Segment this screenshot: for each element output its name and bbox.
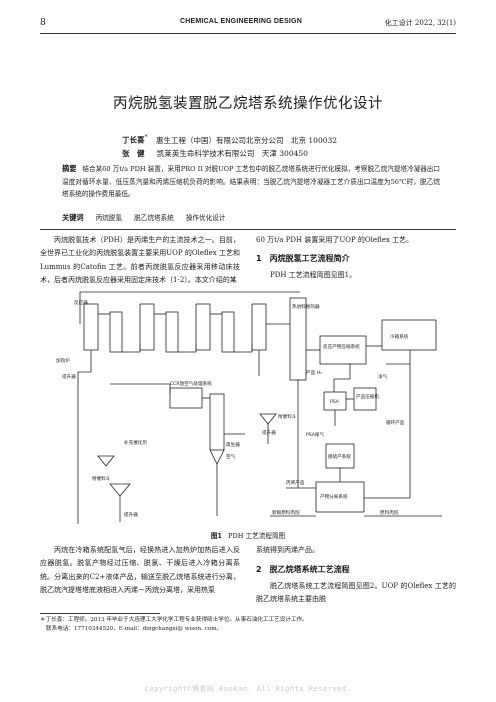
heater-shape — [109, 311, 123, 353]
section-2-heading: 2 脱乙烷塔系统工艺流程 — [256, 565, 350, 575]
reactor-shape — [195, 303, 211, 351]
label-catalyst-hopper-2: 附催料斗 — [278, 413, 297, 420]
right-column-bottom: 系统得到丙烯产品。 2 脱乙烷塔系统工艺流程 脱乙烷塔系统工艺流程简图见图2。U… — [256, 544, 456, 607]
intro-continuation: 60 万t/a PDH 装置采用了UOP 的Oleflex 工艺。 — [256, 236, 414, 244]
author-line-1: 丁长喜* 惠生工程（中国）有限公司北京分公司 北京 100032 — [122, 134, 337, 146]
label-fuel-gas: 净气 — [378, 373, 388, 380]
paper-title: 丙烷脱氢装置脱乙烷塔系统操作优化设计 — [113, 96, 383, 112]
journal-name: CHEMICAL ENGINEERING DESIGN — [180, 18, 302, 25]
figure-caption-label: 图1 — [210, 532, 223, 540]
author-mark: * — [144, 134, 148, 141]
label-lift-2: 提升器 — [124, 511, 138, 518]
label-fractionation: 产物分离系统 — [320, 493, 348, 500]
label-air: 空气 — [226, 453, 236, 460]
label-ccr: CCR放空气处理系统 — [170, 380, 212, 387]
figure-caption-text: PDH 工艺流程简图 — [228, 532, 286, 540]
author-name: 张 健 — [122, 149, 145, 158]
running-header: 8 CHEMICAL ENGINEERING DESIGN 化工设计 2022,… — [40, 16, 456, 30]
journal-issue: 化工设计 2022, 32(1) — [384, 19, 456, 27]
keyword: 丙烷脱氢 — [95, 214, 123, 222]
process-continuation: 系统得到丙烯产品。 — [256, 546, 319, 554]
figure-caption: 图1 PDH 工艺流程简图 — [40, 530, 456, 540]
keywords-label: 关键词 — [62, 213, 84, 222]
label-reactor: 反应器 — [74, 299, 88, 306]
keywords: 关键词 丙烷脱氢 脱乙烷塔系统 操作优化设计 — [62, 212, 440, 225]
label-cold-box: 冷箱系统 — [390, 333, 409, 340]
heater-shape — [221, 311, 235, 353]
label-lift-1: 提升器 — [62, 373, 76, 380]
footnote-rule — [40, 613, 160, 614]
keyword: 操作优化设计 — [185, 214, 226, 222]
abstract: 摘要结合某60 万t/a PDH 装置，采用PRO II 对脱UOP 工艺包中的… — [62, 163, 440, 201]
abstract-text: 结合某60 万t/a PDH 装置，采用PRO II 对脱UOP 工艺包中的脱乙… — [62, 165, 440, 199]
label-catalyst-hopper: 附催料斗 — [92, 475, 111, 482]
label-product-compressor: 产品压缩机 — [356, 393, 379, 400]
process-paragraph: 丙烷在冷箱系统配氢气后，经换热进入加热炉加热后进入反应器脱氢。脱氢产物经过压缩、… — [40, 546, 240, 595]
abstract-label: 摘要 — [62, 164, 77, 173]
footnote: ＊丁长喜：工程师。2013 年毕业于大连理工大学化学工程专业获得硕士学位。从事石… — [40, 616, 456, 634]
section-1-body: PDH 工艺流程简图见图1。 — [270, 270, 357, 279]
page-number: 8 — [40, 18, 46, 28]
footnote-line-2: 联系电话：17710344520，E-mail：dingchangxi@ wis… — [46, 626, 223, 632]
author-line-2: 张 健 凯莱英生命科学技术有限公司 天津 300450 — [122, 148, 308, 159]
section-2-body: 脱乙烷塔系统工艺流程简图见图2。UOP 的Oleflex 工艺的脱乙烷塔系统主要… — [256, 581, 456, 604]
copyright-watermark: Copyright©博看网 Bookan. All Rights Reserve… — [144, 685, 352, 693]
reactor-shape — [83, 303, 99, 351]
left-column-bottom: 丙烷在冷箱系统配氢气后，经换热进入加热炉加热后进入反应器脱氢。脱氢产物经过压缩、… — [40, 544, 240, 598]
label-make-up-catalyst: 补充催化剂 — [124, 439, 147, 446]
intro-paragraph: 丙烷脱氢技术（PDH）是丙烯生产的主流技术之一。目前，全世界已工业化的丙烷脱氢装… — [40, 236, 240, 285]
heater-shape — [165, 311, 179, 353]
right-column-top: 60 万t/a PDH 装置采用了UOP 的Oleflex 工艺。 1 丙烷脱氢… — [256, 234, 456, 282]
footnote-line-1: ＊丁长喜：工程师。2013 年毕业于大连理工大学化学工程专业获得硕士学位。从事石… — [40, 617, 308, 623]
label-heater: 加热炉 — [56, 357, 70, 364]
label-propylene: 丙烯产品 — [286, 479, 305, 486]
label-regenerator: 再生器 — [226, 441, 240, 448]
author-affiliation: 惠生工程（中国）有限公司北京分公司 北京 100032 — [156, 135, 338, 145]
label-fresh-feed: 新鲜原料丙烷 — [272, 509, 300, 516]
reactor-shape — [139, 303, 155, 351]
left-column-top: 丙烷脱氢技术（PDH）是丙烯生产的主流技术之一。目前，全世界已工业化的丙烷脱氢装… — [40, 234, 240, 288]
label-lift-3: 提升器 — [262, 429, 276, 436]
reactor-shape — [251, 303, 267, 351]
label-psa: PSA — [330, 399, 340, 405]
author-name: 丁长喜 — [122, 135, 145, 145]
label-product-h2: 产品 H₂ — [306, 369, 322, 376]
feed-line — [79, 291, 300, 324]
label-heat-exchanger: 热进料换热器 — [292, 303, 320, 310]
keyword: 脱乙烷塔系统 — [134, 214, 174, 222]
header-rule — [40, 33, 456, 34]
section-1-heading: 1 丙烷脱氢工艺流程简介 — [256, 254, 350, 264]
abstract-rule — [40, 229, 456, 230]
author-affiliation: 凯莱英生命科学技术有限公司 天津 300450 — [156, 149, 308, 158]
label-recycle-propane: 原料丙烷 — [380, 509, 399, 516]
label-recycle: 循环产品 — [386, 419, 405, 426]
label-dryer: 脱硫产系统 — [328, 453, 351, 460]
label-compression: 反应产物压缩系统 — [323, 343, 360, 350]
label-psa-tail: PSA尾气 — [306, 431, 325, 438]
pdh-flow-diagram: 反应器 加热炉 提升器 CCR放空气处理系统 再生器 空气 补充催化剂 附催料斗… — [56, 291, 442, 524]
